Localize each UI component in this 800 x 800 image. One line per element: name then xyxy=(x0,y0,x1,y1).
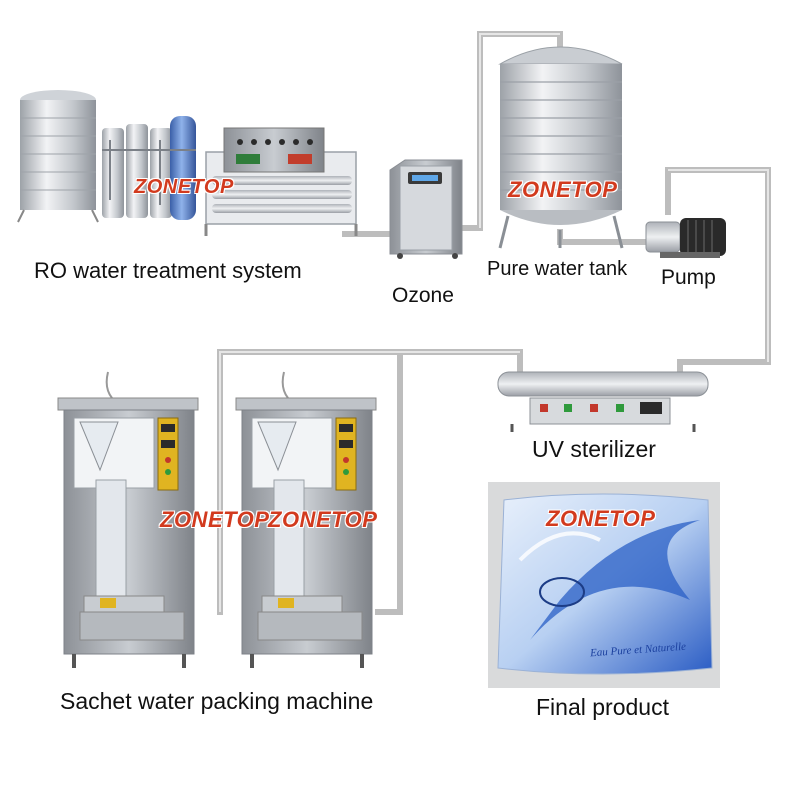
label-ro-system: RO water treatment system xyxy=(34,258,302,283)
pipe-uv-to-machine-2 xyxy=(375,349,403,615)
pipe-tank-to-pump xyxy=(557,229,653,245)
label-final-product: Final product xyxy=(536,694,669,720)
brand-logo-tank: ZONETOP xyxy=(508,177,618,202)
label-pump: Pump xyxy=(661,266,716,289)
brand-logo-ro: ZONETOP xyxy=(134,176,234,198)
uv-sterilizer-illustration xyxy=(497,371,709,432)
brand-logo-machine-2: ZONETOP xyxy=(268,507,378,532)
label-packing-machine: Sachet water packing machine xyxy=(60,688,374,714)
packing-machine-1-illustration xyxy=(57,371,199,668)
label-ozone: Ozone xyxy=(392,284,454,307)
label-pure-water-tank: Pure water tank xyxy=(487,258,628,280)
final-product-illustration xyxy=(488,482,720,688)
ro-system-illustration xyxy=(17,90,358,236)
pure-water-tank-illustration xyxy=(498,46,624,249)
packing-machine-2-illustration xyxy=(235,371,377,668)
brand-logo-machine-1: ZONETOP xyxy=(160,507,270,532)
ozone-generator-illustration xyxy=(389,159,463,259)
brand-logo-product: ZONETOP xyxy=(546,506,656,531)
label-uv-sterilizer: UV sterilizer xyxy=(532,436,656,462)
pump-illustration xyxy=(645,218,726,258)
